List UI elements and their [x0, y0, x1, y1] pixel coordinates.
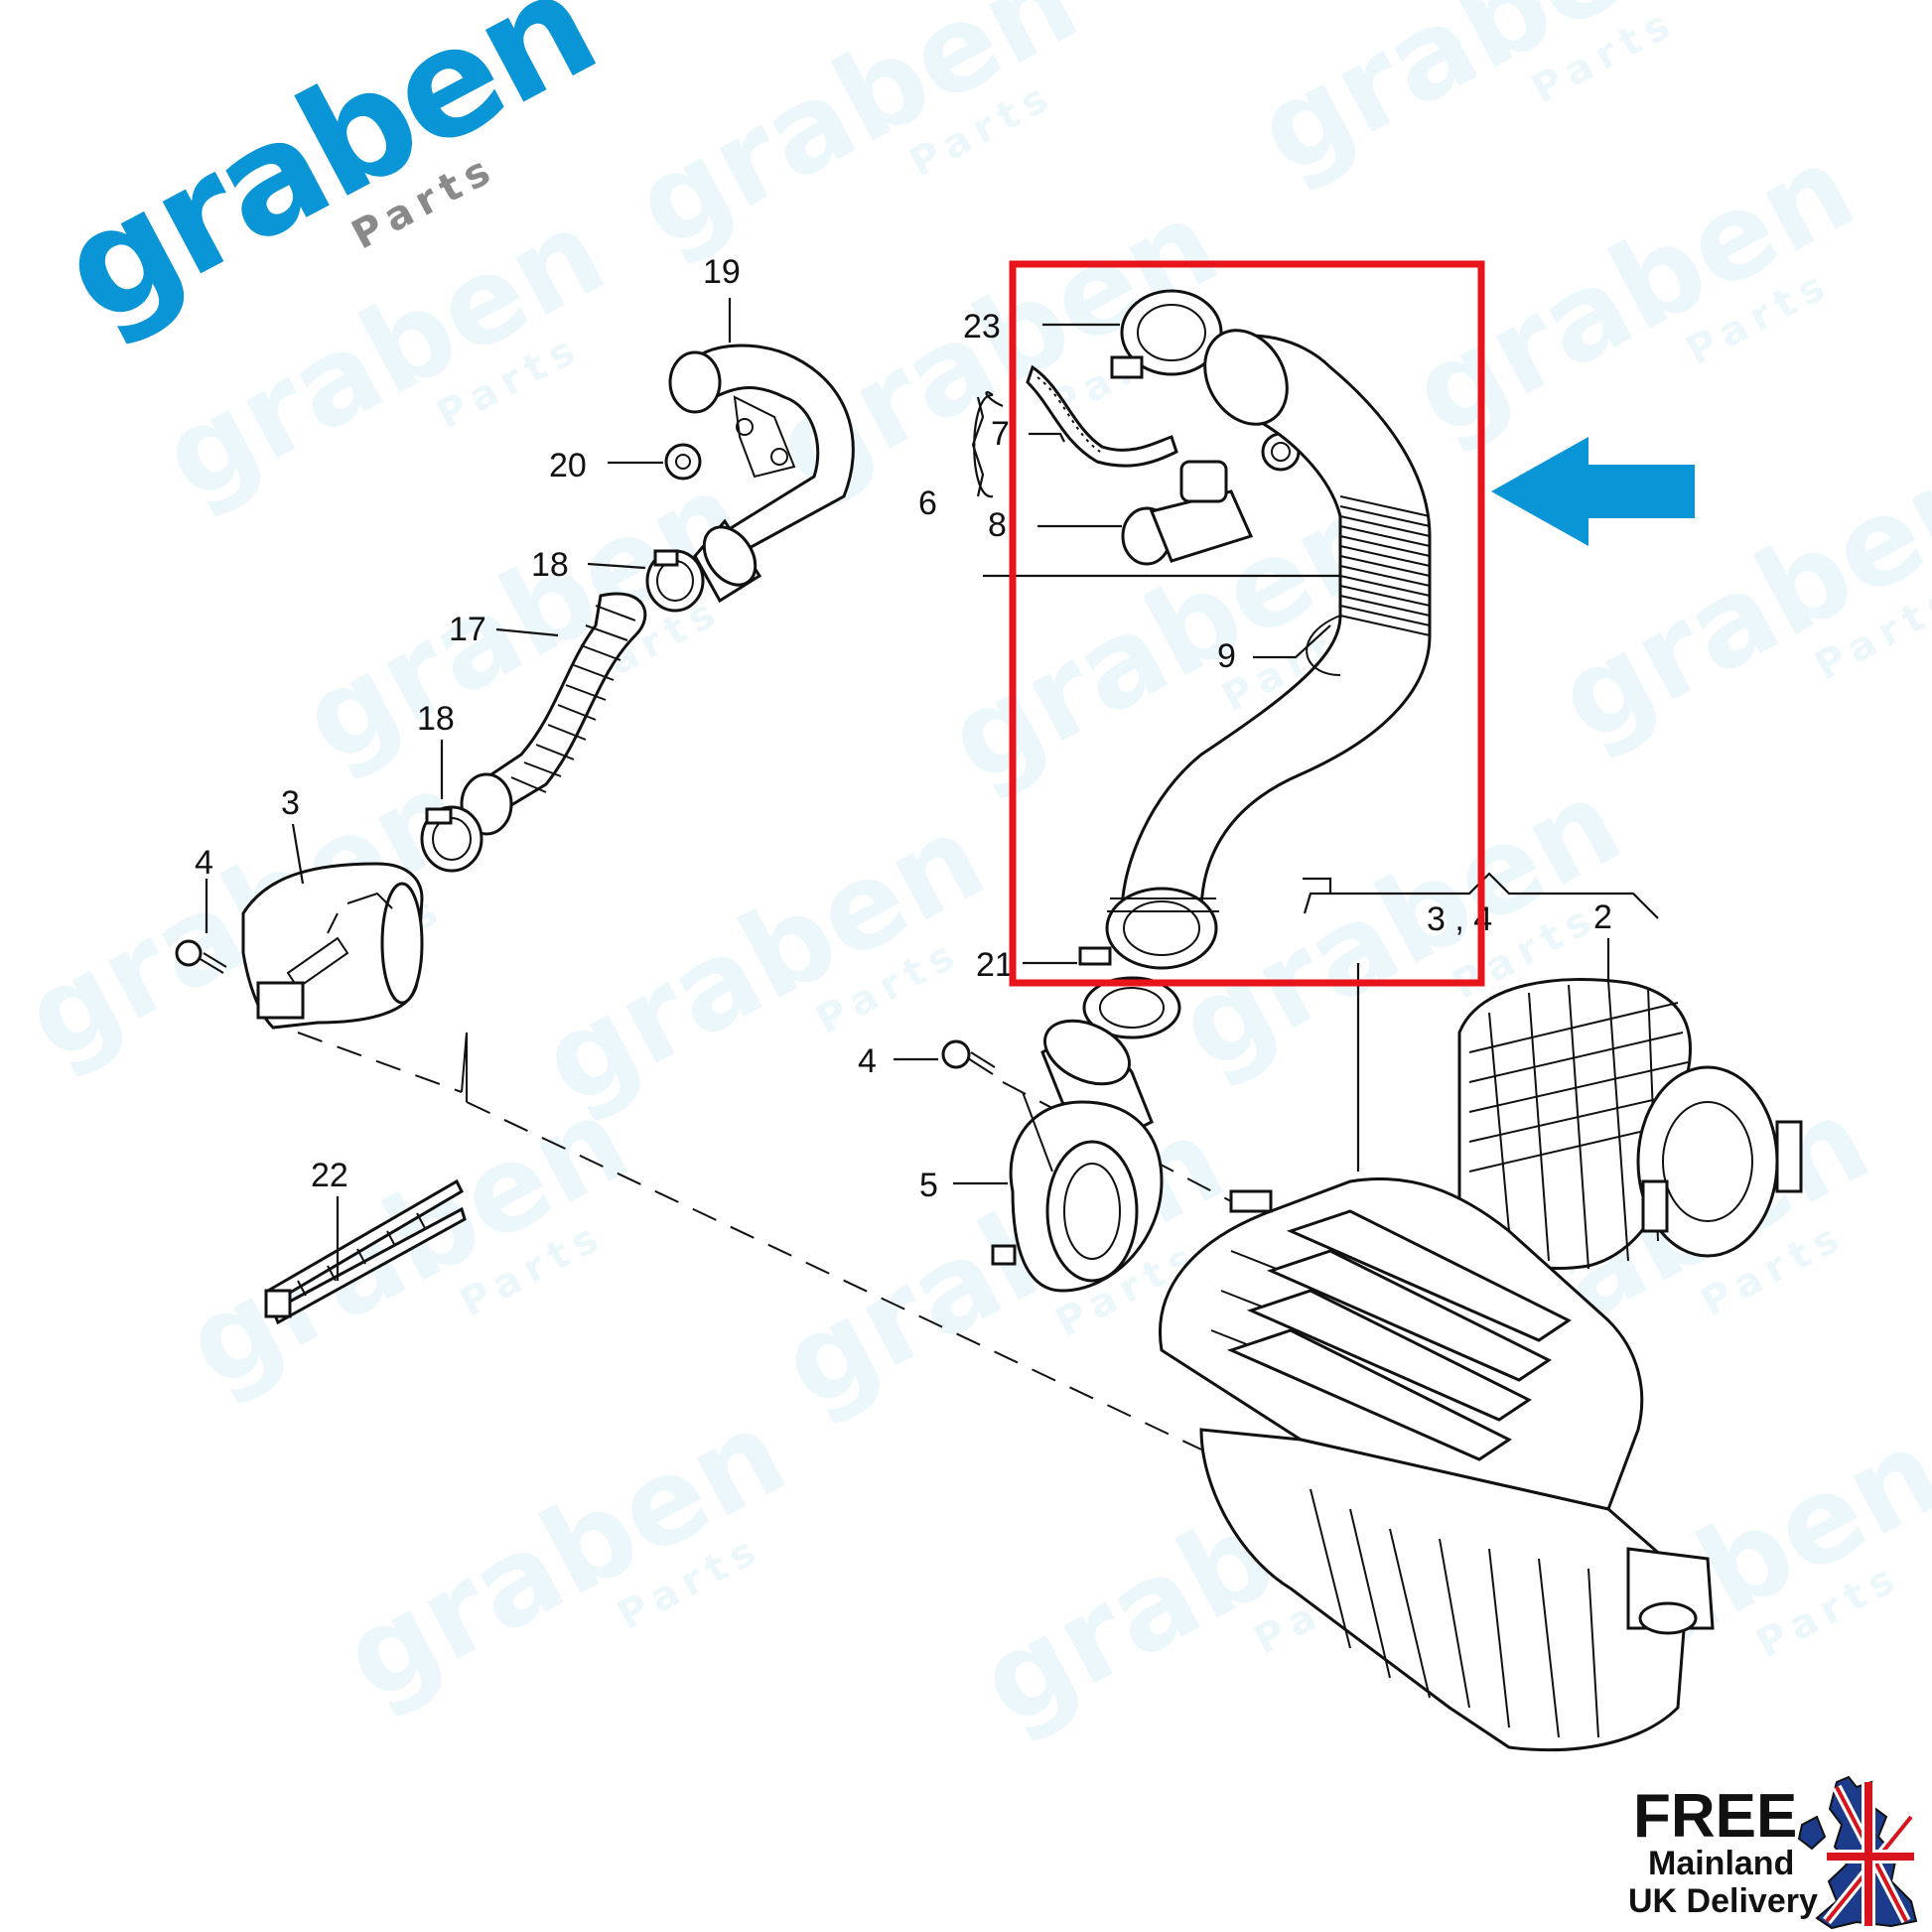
callout-22: 22	[311, 1157, 348, 1194]
part-3-air-mass-meter	[241, 862, 424, 1030]
part-4-screw-left	[175, 939, 227, 974]
callout-4-left: 4	[195, 844, 213, 882]
callout-18-lower: 18	[417, 700, 455, 738]
part-21-clamp	[1078, 946, 1181, 1039]
part-17-corrugated-hose	[460, 592, 647, 836]
free-delivery-badge: FREE Mainland UK Delivery	[1628, 1775, 1918, 1930]
callout-9: 9	[1217, 637, 1236, 675]
callout-21: 21	[976, 946, 1014, 984]
callout-2: 2	[1593, 898, 1612, 936]
callout-18-upper: 18	[531, 546, 569, 584]
callout-17: 17	[449, 611, 486, 648]
part-18-clamp-upper	[645, 549, 705, 613]
callout-3: 3	[281, 784, 300, 822]
delivery-line1: Mainland	[1648, 1845, 1794, 1882]
callout-20: 20	[549, 447, 587, 484]
leader-lines	[205, 298, 1659, 1281]
callout-4-centre: 4	[858, 1042, 877, 1080]
part-5-intake-elbow	[991, 1019, 1164, 1293]
delivery-line2: UK Delivery	[1628, 1882, 1818, 1920]
part-19-hose	[668, 344, 855, 604]
watermark-text: graben	[615, 0, 1099, 276]
callout-8: 8	[988, 506, 1007, 544]
highlight-box	[1009, 260, 1485, 987]
part-20-nut	[664, 443, 702, 481]
pointer-arrow-icon	[1491, 437, 1695, 546]
part-2-air-filter	[1457, 978, 1803, 1270]
callout-7: 7	[991, 415, 1010, 453]
callout-6: 6	[918, 484, 937, 522]
part-4-screw-centre	[941, 1039, 996, 1075]
callout-19: 19	[703, 253, 741, 291]
part-7-small-hose	[1026, 364, 1178, 468]
callout-5: 5	[919, 1167, 938, 1204]
air-box-housing	[1159, 1177, 1715, 1752]
callout-23: 23	[963, 308, 1001, 345]
part-9-intake-hose	[1105, 329, 1432, 970]
uk-map-union-flag-icon	[1797, 1775, 1918, 1930]
part-22-cable-tie	[264, 1178, 467, 1325]
delivery-title: FREE	[1633, 1782, 1797, 1851]
part-18-clamp-lower	[420, 805, 483, 873]
